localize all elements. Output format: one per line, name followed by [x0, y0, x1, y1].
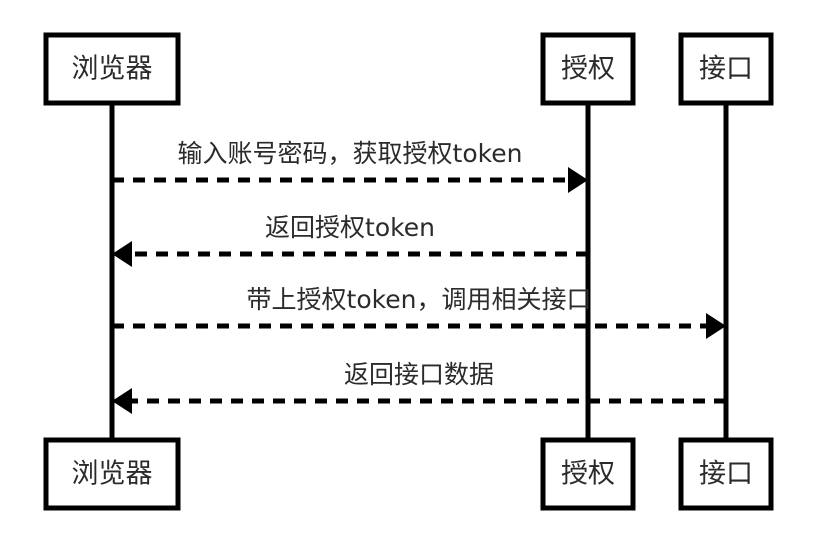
actor-box-outline-api-bottom [678, 437, 774, 511]
actor-box-browser-bottom[interactable]: 浏览器 [43, 437, 181, 511]
message-label-2: 返回授权token [265, 213, 435, 242]
message-arrowhead-1 [568, 167, 588, 193]
actor-label-browser-top: 浏览器 [72, 54, 153, 85]
actor-label-api-top: 接口 [699, 54, 753, 85]
message-arrowhead-4 [112, 388, 132, 414]
actor-box-outline-auth-bottom [540, 437, 636, 511]
actor-label-auth-bottom: 授权 [561, 459, 615, 490]
actor-label-auth-top: 授权 [561, 54, 615, 85]
actor-box-outline-browser-top [43, 32, 181, 106]
message-label-1: 输入账号密码，获取授权token [178, 139, 523, 168]
actor-label-browser-bottom: 浏览器 [72, 459, 153, 490]
actor-box-outline-auth-top [540, 32, 636, 106]
message-3: 带上授权token，调用相关接口 [112, 285, 726, 339]
message-1: 输入账号密码，获取授权token [112, 139, 588, 193]
actor-box-auth-bottom[interactable]: 授权 [540, 437, 636, 511]
actor-label-api-bottom: 接口 [699, 459, 753, 490]
actor-box-outline-api-top [678, 32, 774, 106]
message-label-3: 带上授权token，调用相关接口 [247, 285, 592, 314]
lifelines-layer [109, 103, 729, 440]
message-2: 返回授权token [112, 213, 588, 267]
actor-box-api-top[interactable]: 接口 [678, 32, 774, 106]
actor-box-outline-browser-bottom [43, 437, 181, 511]
message-arrowhead-2 [112, 241, 132, 267]
message-arrowhead-3 [706, 313, 726, 339]
actor-box-api-bottom[interactable]: 接口 [678, 437, 774, 511]
messages-layer: 输入账号密码，获取授权token 返回授权token 带上授权token，调用相关接… [112, 139, 726, 414]
message-4: 返回接口数据 [112, 360, 726, 414]
actor-box-browser-top[interactable]: 浏览器 [43, 32, 181, 106]
message-label-4: 返回接口数据 [344, 360, 494, 389]
actor-box-auth-top[interactable]: 授权 [540, 32, 636, 106]
